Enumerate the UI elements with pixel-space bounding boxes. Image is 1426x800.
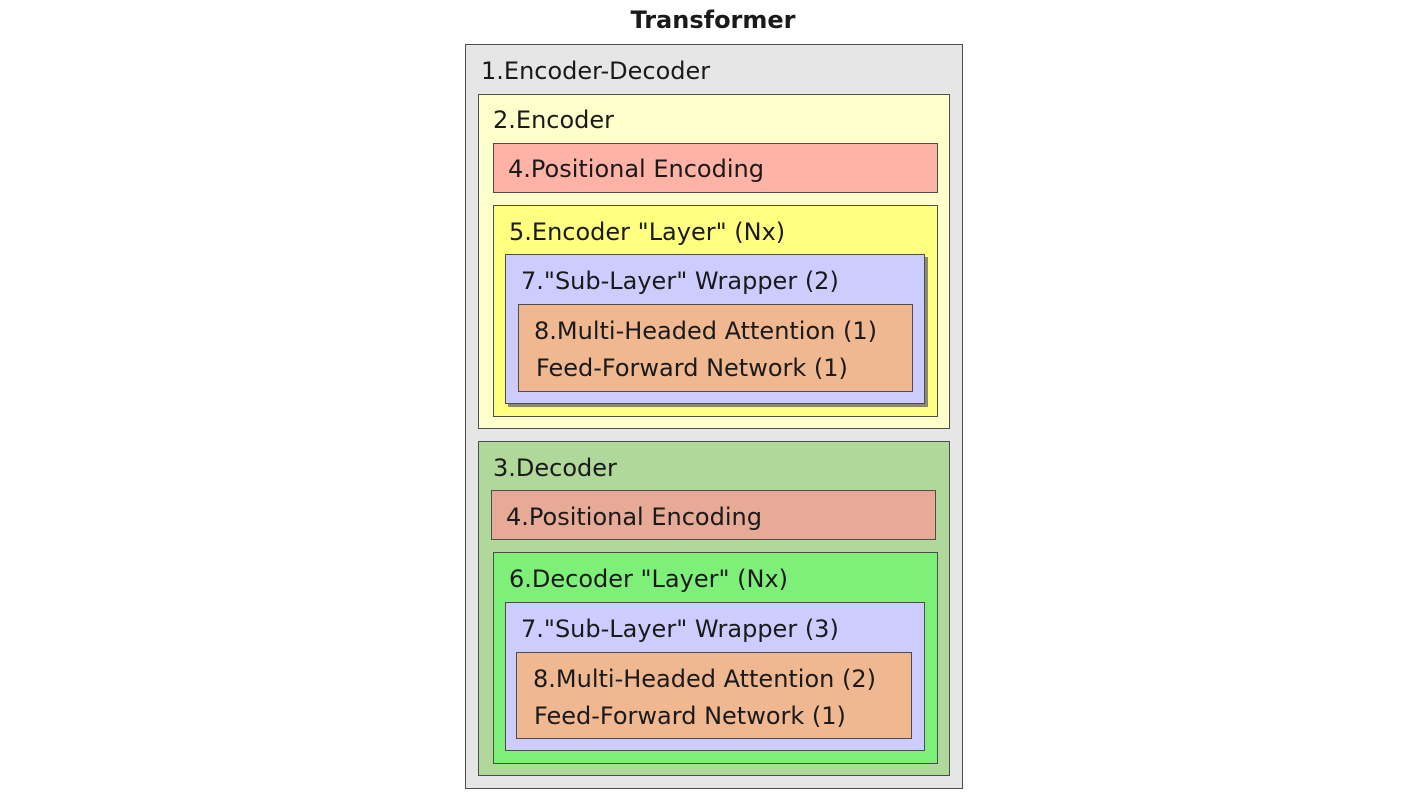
- diagram-title: Transformer: [630, 6, 796, 34]
- encoder-sublayer-wrapper-label: 7."Sub-Layer" Wrapper (2): [521, 267, 839, 295]
- encoder-decoder-label: 1.Encoder-Decoder: [481, 57, 711, 85]
- decoder-sublayer-wrapper-label: 7."Sub-Layer" Wrapper (3): [521, 615, 839, 643]
- decoder-label: 3.Decoder: [493, 454, 617, 482]
- encoder-attention-label: 8.Multi-Headed Attention (1): [534, 317, 877, 345]
- decoder-layer-label: 6.Decoder "Layer" (Nx): [509, 565, 789, 593]
- decoder-attention-label: 8.Multi-Headed Attention (2): [533, 665, 876, 693]
- encoder-label: 2.Encoder: [493, 106, 615, 134]
- encoder-positional-encoding-label: 4.Positional Encoding: [508, 155, 764, 183]
- decoder-positional-encoding-box: 4.Positional Encoding: [491, 490, 936, 540]
- encoder-ffn-label: Feed-Forward Network (1): [536, 354, 848, 382]
- decoder-positional-encoding-label: 4.Positional Encoding: [506, 503, 762, 531]
- encoder-positional-encoding-box: 4.Positional Encoding: [493, 143, 938, 193]
- encoder-attention-ffn-box: 8.Multi-Headed Attention (1) Feed-Forwar…: [518, 304, 913, 392]
- encoder-layer-label: 5.Encoder "Layer" (Nx): [509, 218, 786, 246]
- decoder-ffn-label: Feed-Forward Network (1): [534, 702, 846, 730]
- decoder-attention-ffn-box: 8.Multi-Headed Attention (2) Feed-Forwar…: [516, 652, 912, 739]
